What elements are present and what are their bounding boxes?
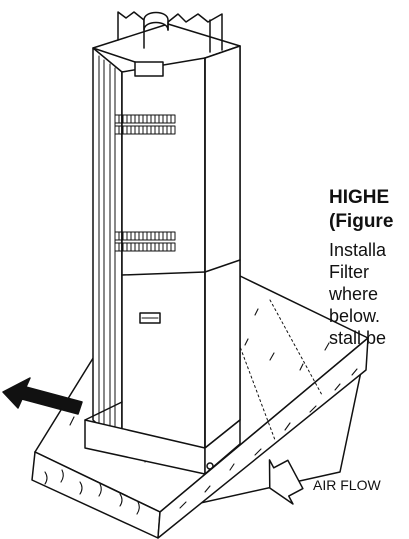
upper-louvers [114, 114, 176, 135]
heading-line-1: HIGHE [329, 187, 390, 208]
furnace-cabinet [92, 11, 241, 449]
heading-line-2: (Figure [329, 211, 394, 232]
air-flow-label: AIR FLOW [313, 477, 381, 493]
lower-louvers [114, 231, 176, 252]
air-flow-arrow [268, 459, 304, 505]
pointer-arrow [2, 377, 83, 415]
body-line-2: Filter [329, 262, 369, 282]
body-line-1: Installa [329, 240, 387, 260]
body-line-3: where [329, 284, 379, 304]
body-line-4: below. [329, 306, 381, 326]
body-line-5: stall be [329, 328, 387, 348]
filter-rack [84, 401, 241, 475]
top-plenum [92, 11, 241, 73]
